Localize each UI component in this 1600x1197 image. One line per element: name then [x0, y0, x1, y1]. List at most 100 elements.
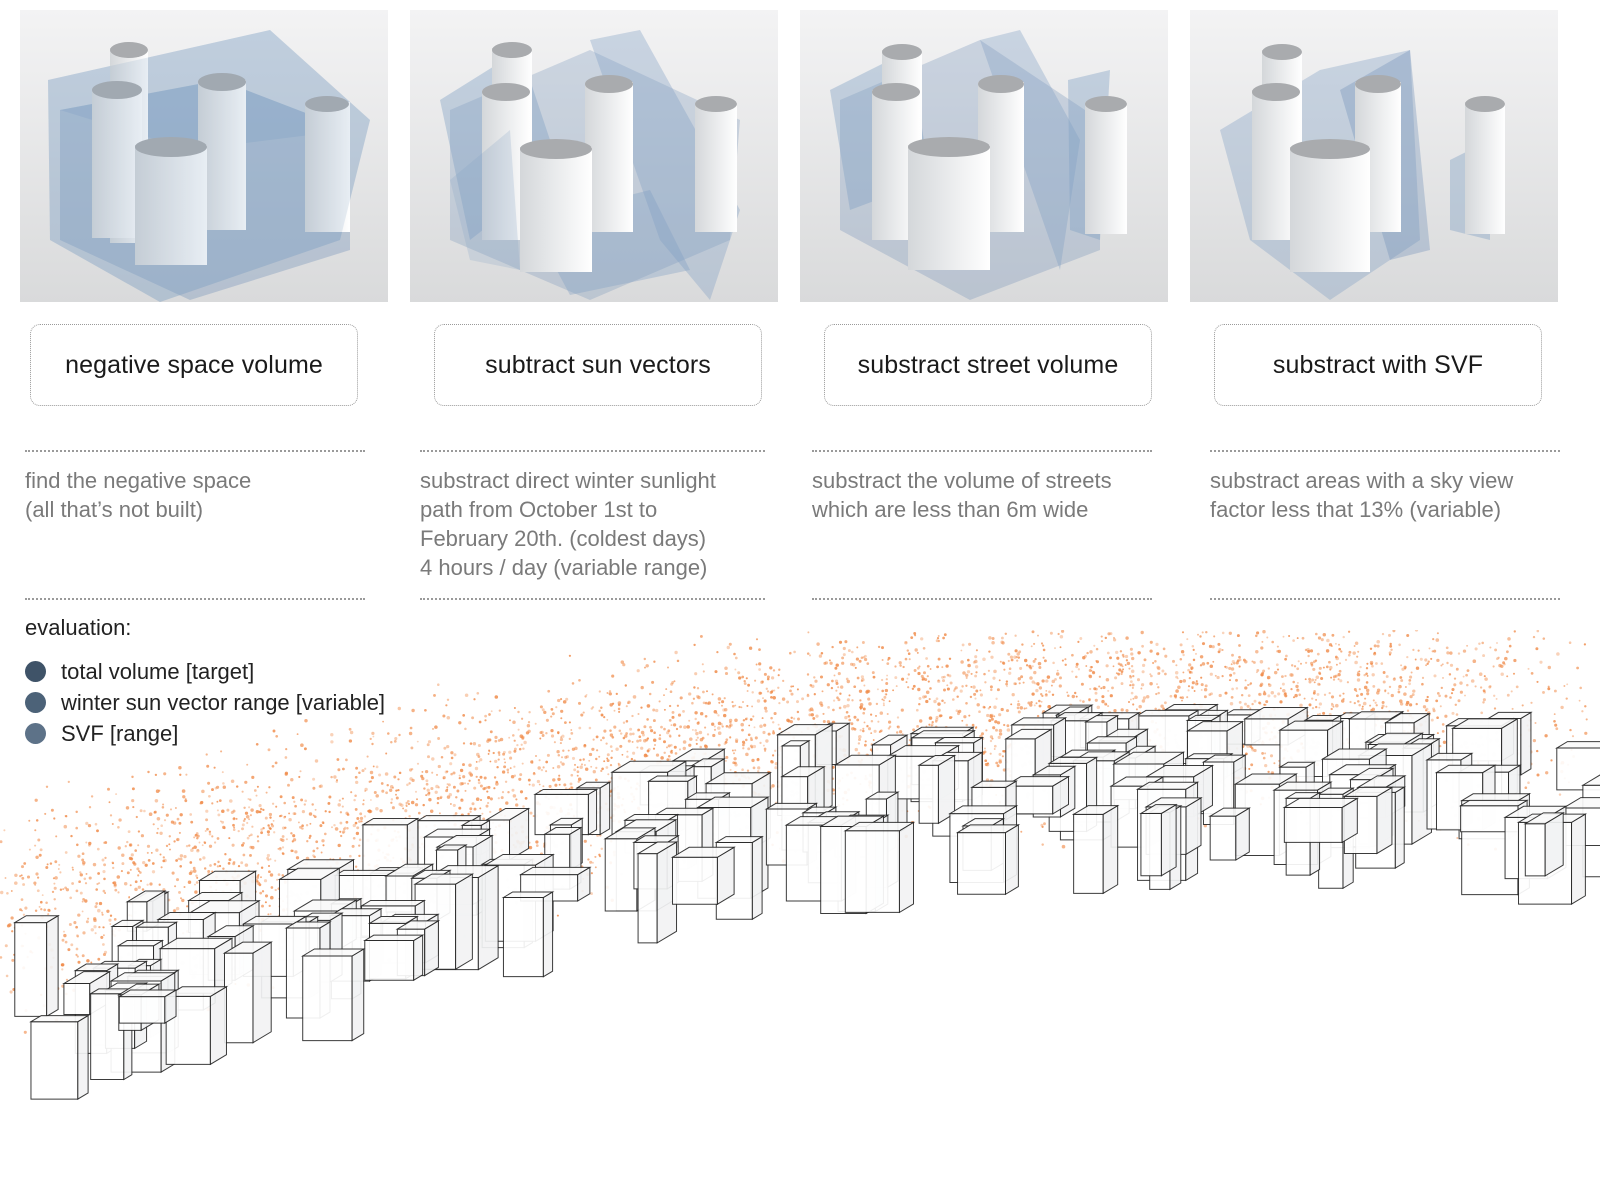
step-description-svf: substract areas with a sky view factor l… [1210, 450, 1560, 600]
cloud-point [405, 804, 408, 807]
cloud-point [1101, 699, 1105, 704]
cloud-point [1203, 695, 1207, 699]
cloud-point [1017, 677, 1021, 681]
cloud-point [985, 729, 988, 732]
cloud-point [524, 797, 528, 800]
cloud-point [1440, 664, 1443, 667]
cloud-point [1073, 691, 1077, 695]
cloud-point [98, 901, 103, 906]
cloud-point [472, 742, 477, 746]
cloud-point [1478, 642, 1481, 646]
cloud-point [256, 835, 260, 838]
cloud-point [715, 712, 718, 715]
cloud-point [959, 689, 963, 693]
cloud-point [621, 753, 624, 756]
cloud-point [101, 913, 104, 916]
cloud-point [701, 663, 704, 666]
cloud-point [666, 731, 670, 735]
cloud-point [629, 727, 633, 731]
cloud-point [471, 802, 475, 806]
cloud-point [101, 911, 104, 914]
cloud-point [1235, 661, 1239, 665]
cloud-point [590, 707, 593, 710]
cloud-point [462, 742, 466, 745]
cloud-point [424, 708, 427, 712]
cloud-point [88, 841, 92, 846]
cloud-point [1569, 728, 1572, 732]
cloud-point [483, 786, 487, 790]
cloud-point [744, 718, 748, 721]
cloud-point [269, 816, 272, 819]
cloud-point [755, 638, 759, 641]
cloud-point [497, 797, 500, 800]
cloud-point [260, 828, 263, 831]
cloud-point [905, 681, 908, 684]
cloud-point [1249, 682, 1253, 685]
cloud-point [96, 829, 99, 833]
cloud-point [1317, 682, 1321, 686]
cloud-point [617, 701, 622, 705]
cloud-point [71, 866, 74, 869]
cloud-point [1277, 692, 1281, 696]
cloud-point [34, 829, 37, 832]
cloud-point [10, 916, 14, 920]
cloud-point [640, 746, 644, 750]
cloud-point [538, 783, 541, 786]
cloud-point [10, 890, 13, 892]
cloud-point [1545, 771, 1549, 775]
cloud-point [1008, 667, 1012, 670]
cloud-point [648, 692, 652, 696]
cloud-point [1032, 659, 1036, 663]
cloud-point [181, 898, 185, 903]
cloud-point [427, 755, 430, 759]
cloud-point [1134, 695, 1138, 700]
cloud-point [525, 731, 530, 735]
cloud-point [1326, 638, 1330, 643]
cloud-point [993, 669, 997, 674]
cloud-point [1094, 687, 1098, 691]
cloud-point [230, 779, 235, 784]
cloud-point [672, 723, 677, 727]
cloud-point [930, 723, 934, 726]
cloud-point [1049, 631, 1053, 635]
cloud-point [848, 718, 852, 722]
cloud-point [479, 775, 483, 779]
cloud-point [1547, 687, 1551, 691]
cloud-point [926, 675, 929, 678]
cloud-point [414, 790, 418, 793]
cloud-point [1440, 686, 1443, 690]
cloud-point [157, 827, 159, 830]
cloud-point [131, 787, 135, 791]
cloud-point [758, 648, 761, 651]
cloud-point [274, 859, 277, 862]
cloud-point [174, 807, 177, 809]
cloud-point [1479, 686, 1483, 689]
cloud-point [1289, 673, 1293, 677]
cloud-point [545, 718, 549, 722]
cloud-point [1482, 654, 1486, 658]
cloud-point [1122, 668, 1125, 671]
cloud-point [386, 783, 389, 787]
cloud-point [826, 683, 830, 687]
cloud-point [990, 655, 994, 659]
cloud-point [699, 737, 704, 742]
cloud-point [416, 798, 418, 801]
cloud-point [1135, 708, 1138, 711]
cloud-point [847, 714, 851, 718]
cloud-point [267, 858, 270, 862]
cloud-point [1322, 711, 1326, 715]
cloud-point [1117, 672, 1121, 676]
cloud-point [304, 799, 308, 803]
cloud-point [1236, 634, 1240, 638]
cloud-point [1248, 767, 1251, 770]
cloud-point [1059, 634, 1064, 639]
cloud-point [829, 661, 833, 665]
cloud-point [745, 677, 748, 680]
cloud-point [1536, 630, 1540, 633]
cloud-point [746, 704, 749, 707]
cloud-point [358, 820, 361, 823]
cloud-point [898, 730, 903, 734]
cloud-point [1182, 671, 1185, 674]
cloud-point [872, 739, 875, 741]
cloud-point [603, 760, 606, 763]
